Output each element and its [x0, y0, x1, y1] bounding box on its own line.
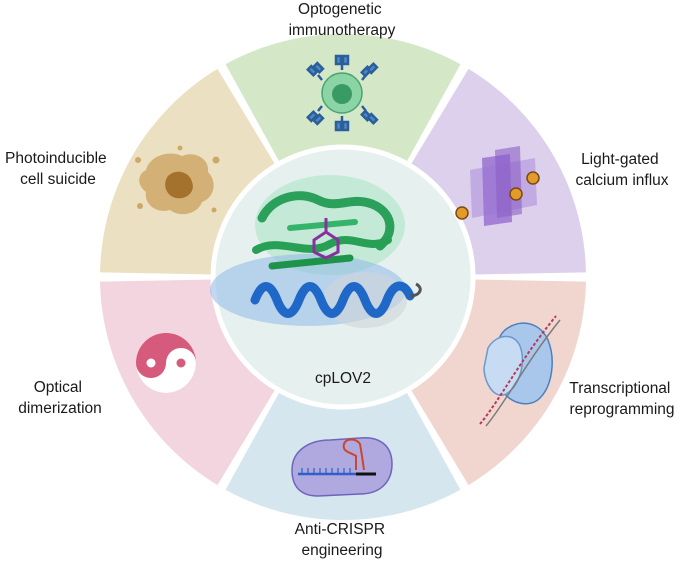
immune-cell-icon [305, 54, 379, 132]
label-optical-dimerization: Optical dimerization [18, 379, 102, 417]
dying-cell-icon [135, 145, 220, 215]
label-anti-crispr-engineering: Anti-CRISPR engineering [295, 521, 390, 559]
center-label: cpLOV2 [315, 370, 371, 387]
dna-binding-protein-icon [479, 315, 561, 427]
label-transcriptional-reprogramming: Transcriptional reprogramming [569, 380, 674, 418]
yin-yang-icon [136, 333, 196, 393]
crispr-complex-icon [291, 437, 393, 497]
label-light-gated-calcium-influx: Light-gated calcium influx [575, 151, 668, 189]
cplov2-protein-structure [210, 175, 422, 328]
calcium-channel-icon [455, 146, 540, 226]
label-optogenetic-immunotherapy: Optogenetic immunotherapy [289, 1, 396, 39]
label-photoinducible-cell-suicide: Photoinducible cell suicide [5, 150, 111, 188]
